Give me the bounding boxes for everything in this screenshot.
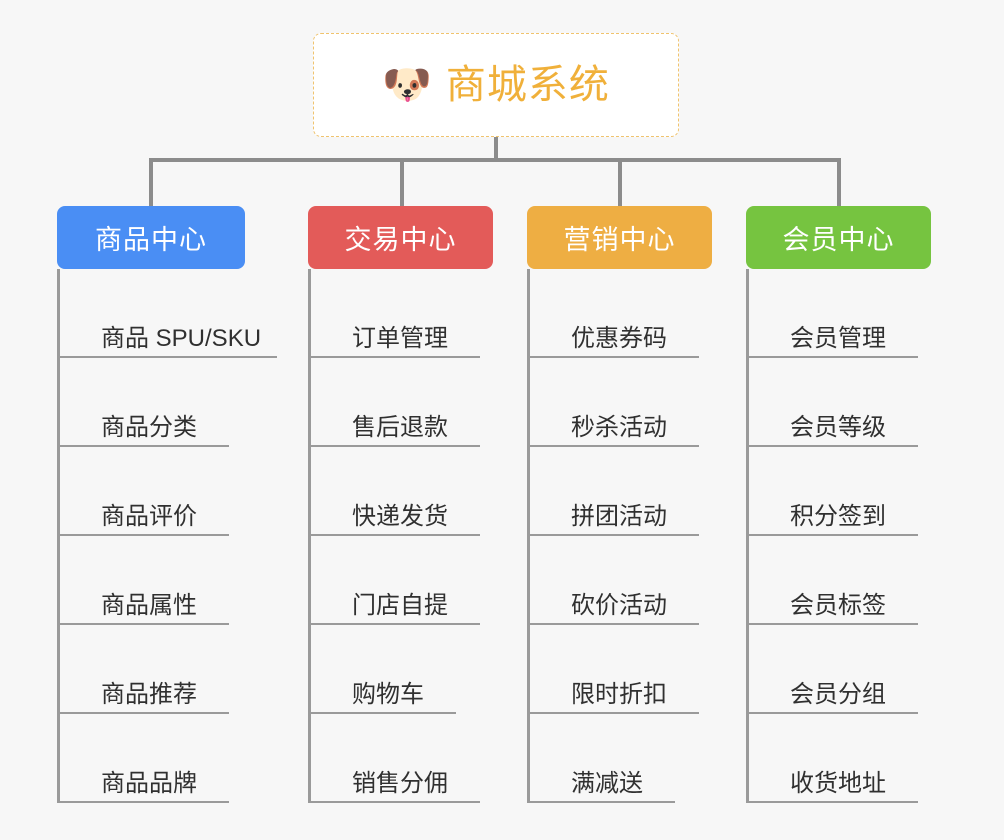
leaf-label: 秒杀活动 — [571, 413, 667, 441]
leaf-list-product-center: 商品 SPU/SKU 商品分类 商品评价 商品属性 商品推荐 商品品牌 — [57, 269, 277, 803]
leaf-list-trade-center: 订单管理 售后退款 快递发货 门店自提 购物车 销售分佣 — [308, 269, 480, 803]
list-item[interactable]: 售后退款 — [308, 358, 480, 447]
category-column-trade-center: 交易中心 订单管理 售后退款 快递发货 门店自提 购物车 销售分佣 — [308, 206, 528, 803]
leaf-label: 会员标签 — [790, 591, 886, 619]
category-header-member-center[interactable]: 会员中心 — [746, 206, 931, 269]
list-item[interactable]: 拼团活动 — [527, 447, 699, 536]
leaf-label: 商品分类 — [101, 413, 197, 441]
leaf-label: 会员分组 — [790, 680, 886, 708]
shiba-dog-face-icon: 🐶 — [382, 63, 432, 107]
category-label: 交易中心 — [344, 225, 457, 255]
list-item[interactable]: 门店自提 — [308, 536, 480, 625]
leaf-label: 优惠券码 — [571, 324, 667, 352]
category-column-marketing-center: 营销中心 优惠券码 秒杀活动 拼团活动 砍价活动 限时折扣 满减送 — [527, 206, 747, 803]
leaf-label: 购物车 — [352, 680, 424, 708]
list-item[interactable]: 商品 SPU/SKU — [57, 269, 277, 358]
leaf-label: 售后退款 — [352, 413, 448, 441]
list-item[interactable]: 积分签到 — [746, 447, 918, 536]
leaf-label: 拼团活动 — [571, 502, 667, 530]
connector-drop-1 — [149, 158, 153, 208]
list-item[interactable]: 商品品牌 — [57, 714, 229, 803]
leaf-label: 会员管理 — [790, 324, 886, 352]
list-item[interactable]: 快递发货 — [308, 447, 480, 536]
connector-drop-3 — [618, 158, 622, 208]
root-title: 商城系统 — [445, 63, 610, 107]
leaf-label: 订单管理 — [352, 324, 448, 352]
category-header-product-center[interactable]: 商品中心 — [57, 206, 245, 269]
list-item[interactable]: 商品推荐 — [57, 625, 229, 714]
list-item[interactable]: 优惠券码 — [527, 269, 699, 358]
leaf-list-member-center: 会员管理 会员等级 积分签到 会员标签 会员分组 收货地址 — [746, 269, 918, 803]
list-item[interactable]: 会员标签 — [746, 536, 918, 625]
leaf-label: 门店自提 — [352, 591, 448, 619]
leaf-label: 商品属性 — [101, 591, 197, 619]
list-item[interactable]: 会员等级 — [746, 358, 918, 447]
leaf-label: 砍价活动 — [571, 591, 667, 619]
list-item[interactable]: 限时折扣 — [527, 625, 699, 714]
list-item[interactable]: 满减送 — [527, 714, 675, 803]
list-item[interactable]: 会员管理 — [746, 269, 918, 358]
connector-bus — [149, 158, 841, 162]
list-item[interactable]: 会员分组 — [746, 625, 918, 714]
spine-line — [308, 269, 311, 803]
category-label: 商品中心 — [95, 225, 207, 255]
category-column-member-center: 会员中心 会员管理 会员等级 积分签到 会员标签 会员分组 收货地址 — [746, 206, 966, 803]
category-column-product-center: 商品中心 商品 SPU/SKU 商品分类 商品评价 商品属性 商品推荐 商品品牌 — [57, 206, 289, 803]
leaf-label: 商品推荐 — [101, 680, 197, 708]
spine-line — [746, 269, 749, 803]
leaf-label: 积分签到 — [790, 502, 886, 530]
category-label: 会员中心 — [782, 225, 895, 255]
leaf-label: 满减送 — [571, 769, 643, 797]
spine-line — [527, 269, 530, 803]
list-item[interactable]: 收货地址 — [746, 714, 918, 803]
connector-drop-4 — [837, 158, 841, 208]
leaf-label: 快递发货 — [352, 502, 448, 530]
list-item[interactable]: 商品评价 — [57, 447, 229, 536]
connector-root-stub — [494, 137, 498, 160]
leaf-label: 限时折扣 — [571, 680, 667, 708]
leaf-label: 会员等级 — [790, 413, 886, 441]
leaf-label: 商品 SPU/SKU — [101, 324, 262, 352]
spine-line — [57, 269, 60, 803]
leaf-label: 商品品牌 — [101, 769, 197, 797]
list-item[interactable]: 销售分佣 — [308, 714, 480, 803]
list-item[interactable]: 商品分类 — [57, 358, 229, 447]
leaf-list-marketing-center: 优惠券码 秒杀活动 拼团活动 砍价活动 限时折扣 满减送 — [527, 269, 699, 803]
category-header-marketing-center[interactable]: 营销中心 — [527, 206, 712, 269]
list-item[interactable]: 购物车 — [308, 625, 456, 714]
category-header-trade-center[interactable]: 交易中心 — [308, 206, 493, 269]
root-node[interactable]: 🐶 商城系统 — [313, 33, 679, 137]
connector-drop-2 — [400, 158, 404, 208]
leaf-label: 收货地址 — [790, 769, 886, 797]
list-item[interactable]: 订单管理 — [308, 269, 480, 358]
list-item[interactable]: 秒杀活动 — [527, 358, 699, 447]
list-item[interactable]: 砍价活动 — [527, 536, 699, 625]
leaf-label: 销售分佣 — [352, 769, 448, 797]
list-item[interactable]: 商品属性 — [57, 536, 229, 625]
leaf-label: 商品评价 — [101, 502, 197, 530]
category-label: 营销中心 — [563, 225, 676, 255]
